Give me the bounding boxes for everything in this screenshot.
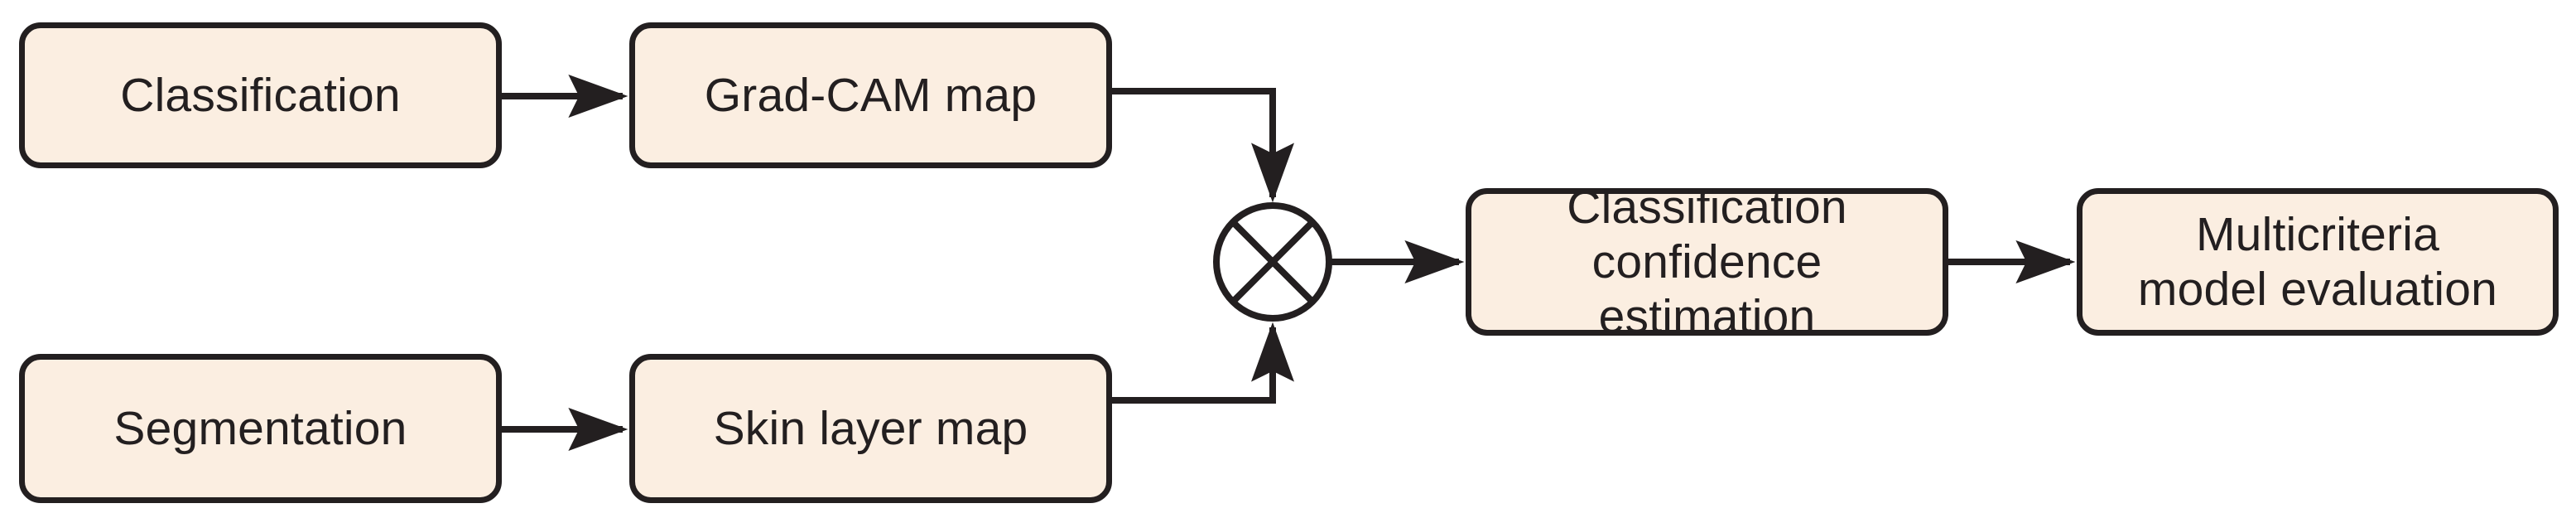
node-skin-layer-map[interactable]: Skin layer map bbox=[629, 354, 1112, 503]
node-skin-layer-map-label: Skin layer map bbox=[713, 401, 1028, 455]
node-multicriteria-model-evaluation[interactable]: Multicriteria model evaluation bbox=[2077, 188, 2559, 336]
node-grad-cam-map-label: Grad-CAM map bbox=[704, 68, 1038, 122]
edge-skinlayer-to-multiply bbox=[1112, 322, 1294, 404]
edge-gradcam-to-multiply bbox=[1112, 88, 1294, 203]
node-classification-confidence-estimation[interactable]: Classification confidence estimation bbox=[1466, 181, 1948, 343]
node-segmentation-label: Segmentation bbox=[113, 401, 407, 455]
node-grad-cam-map[interactable]: Grad-CAM map bbox=[629, 22, 1112, 168]
node-classification-confidence-estimation-label: Classification confidence estimation bbox=[1567, 180, 1847, 344]
node-classification[interactable]: Classification bbox=[19, 22, 502, 168]
node-multicriteria-model-evaluation-label: Multicriteria model evaluation bbox=[2137, 207, 2498, 316]
multiply-cross-circle-icon[interactable] bbox=[1210, 199, 1336, 325]
node-segmentation[interactable]: Segmentation bbox=[19, 354, 502, 503]
node-classification-label: Classification bbox=[120, 68, 401, 122]
